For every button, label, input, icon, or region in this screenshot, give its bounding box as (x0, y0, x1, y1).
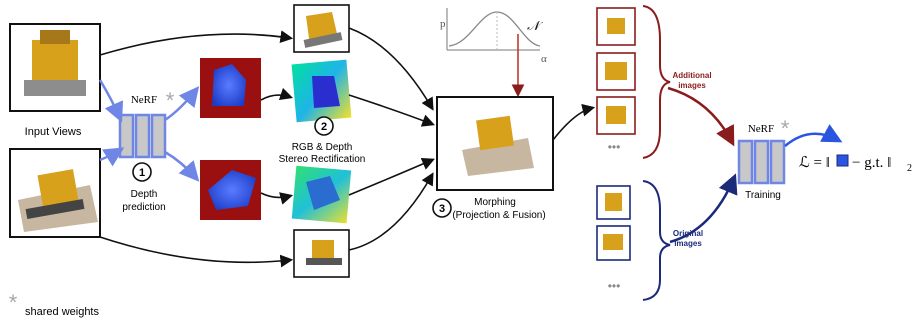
plot-y-label: p (440, 18, 446, 30)
depth-map-image-top (200, 58, 261, 118)
arrow-depth-bottom-to-morph (348, 157, 435, 196)
step2-label-line2: Stereo Rectification (279, 154, 366, 165)
arrow-rgb-bottom-to-morph (348, 172, 434, 251)
shared-weights-asterisk: * (9, 290, 18, 315)
step2-number: 2 (321, 121, 327, 133)
step1-label-line1: Depth (131, 189, 158, 200)
depth-map-image-bottom (200, 160, 261, 220)
additional-bracket (642, 5, 671, 159)
arrow-morph-to-additional (552, 103, 596, 141)
plot-x-label: α (541, 53, 547, 65)
input-view-bottom (9, 148, 101, 238)
rectified-depth-bottom (291, 165, 352, 224)
arrow-nerf-to-depth-top (164, 86, 200, 122)
step1-label-line2: prediction (122, 202, 165, 213)
loss-subscript: 2 (907, 163, 912, 174)
arrow-depth-to-rectified-bottom (260, 192, 294, 205)
arrow-original-to-training (669, 173, 738, 244)
step3-badge (432, 198, 452, 218)
additional-label-line1: Additional (672, 71, 711, 80)
step1-badge (132, 162, 152, 182)
original-ellipsis: ••• (608, 279, 621, 293)
loss-render-icon (836, 154, 849, 167)
arrow-rgb-top-to-morph (348, 27, 434, 111)
rectified-rgb-bottom (293, 229, 350, 278)
additional-label-line2: images (678, 81, 706, 90)
arrow-additional-to-training (667, 86, 735, 147)
step3-label-line2: (Projection & Fusion) (452, 210, 545, 221)
step2-badge (314, 116, 334, 136)
shared-weights-label: shared weights (25, 306, 99, 318)
additional-ellipsis: ••• (608, 140, 621, 154)
original-image-1 (596, 185, 631, 220)
arrow-topview-to-nerf (98, 79, 124, 123)
nerf-network-icon-right (737, 139, 786, 185)
nerf-right-label: NeRF (748, 123, 774, 135)
arrow-depth-to-rectified-top (260, 87, 294, 101)
original-bracket (642, 180, 671, 301)
arrow-bottomview-to-nerf (99, 147, 125, 167)
additional-image-3 (596, 96, 636, 135)
rectified-rgb-top (293, 4, 350, 53)
nerf-network-icon-left (118, 113, 167, 159)
arrow-training-to-loss (784, 124, 843, 147)
input-view-top (9, 23, 101, 112)
morphed-image (436, 96, 554, 191)
arrow-depth-top-to-morph (348, 94, 435, 127)
additional-image-2 (596, 52, 636, 91)
arrow-topview-to-rectified (99, 30, 294, 56)
nerf-left-label: NeRF (131, 94, 157, 106)
input-views-label: Input Views (25, 126, 82, 138)
training-label: Training (745, 190, 781, 201)
nerf-right-asterisk: * (781, 116, 790, 141)
rectified-depth-top (291, 59, 352, 123)
arrow-nerf-to-depth-bottom (164, 150, 200, 182)
original-label-line2: images (674, 239, 702, 248)
loss-lhs: ℒ = ‖ (799, 155, 830, 171)
original-image-2 (596, 225, 631, 261)
step2-label-line1: RGB & Depth (292, 142, 353, 153)
gaussian-plot-icon (446, 8, 541, 51)
nerf-left-asterisk: * (166, 88, 175, 113)
loss-rhs: − g.t. ‖ (852, 155, 891, 171)
step3-number: 3 (439, 203, 445, 215)
plot-n-label: 𝒩 (527, 18, 544, 33)
additional-image-1 (596, 7, 636, 46)
step1-number: 1 (139, 167, 145, 179)
arrow-bottomview-to-rectified (99, 236, 294, 268)
step3-label-line1: Morphing (474, 197, 516, 208)
